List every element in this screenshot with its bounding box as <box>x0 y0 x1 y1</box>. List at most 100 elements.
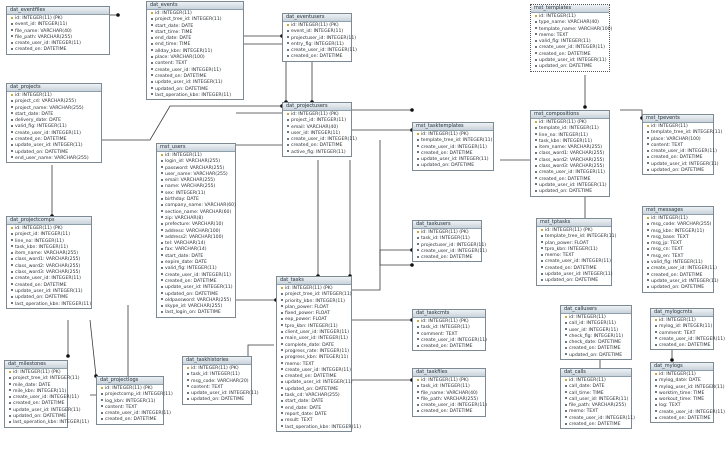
table-field-row: valid_flg: INTEGER(11) <box>161 266 233 272</box>
table-field-row: content: TEXT <box>151 61 241 67</box>
table-field-row: task_id: INTEGER(11) <box>417 236 479 242</box>
table-field-row: entry_flg: INTEGER(11) <box>287 42 349 48</box>
field-text: msg_kbn: INTEGER(11) <box>651 228 705 234</box>
table-field-row: template_tree_id: INTEGER(11) <box>541 234 616 240</box>
field-bullet-icon <box>281 336 283 339</box>
field-bullet-icon <box>647 222 649 225</box>
table-field-row: project_id: INTEGER(11) <box>287 118 349 124</box>
field-bullet-icon <box>535 33 537 36</box>
field-bullet-icon <box>161 159 163 162</box>
table-field-row: file_path: VARCHAR(255) <box>417 397 483 403</box>
table-field-row: line_no: INTEGER(11) <box>11 239 89 245</box>
table-field-row: id: INTEGER(11) (PK) <box>187 366 249 372</box>
primary-key-icon <box>187 366 189 369</box>
field-text: created_on: DATETIME <box>421 255 473 261</box>
field-text: id: INTEGER(11) (PK) <box>15 226 63 231</box>
table-field-row: update_user_id: INTEGER(11) <box>161 285 233 291</box>
field-text: task_id: INTEGER(11) <box>421 325 470 331</box>
field-bullet-icon <box>535 52 537 55</box>
table-title: dat_taskfiles <box>413 369 485 377</box>
field-text: mile_kbn: INTEGER(11) <box>13 388 67 394</box>
field-text: created_on: DATETIME <box>165 278 217 284</box>
field-text: task_id: INTEGER(11) <box>191 372 240 378</box>
table-field-row: create_user_id: INTEGER(11) <box>287 137 357 143</box>
table-field-row: class_word2: VARCHAR(255) <box>11 264 89 270</box>
field-text: create_user_id: INTEGER(11) <box>421 144 487 150</box>
field-bullet-icon <box>417 409 419 412</box>
table-field-row: update_user_id: INTEGER(11) <box>535 58 607 64</box>
field-bullet-icon <box>655 385 657 388</box>
field-text: create_user_id: INTEGER(11) <box>291 137 357 143</box>
table-field-row: id: INTEGER(11) <box>161 153 233 159</box>
field-text: update_user_id: INTEGER(11) <box>15 288 83 294</box>
field-bullet-icon <box>11 251 13 254</box>
field-bullet-icon <box>187 372 189 375</box>
field-bullet-icon <box>565 403 567 406</box>
field-bullet-icon <box>655 397 657 400</box>
field-bullet-icon <box>161 254 163 257</box>
field-text: task_kbn: INTEGER(11) <box>539 138 593 144</box>
table-field-row: id: INTEGER(11) <box>647 124 711 130</box>
field-text: projectuser_id: INTEGER(11) <box>291 35 357 41</box>
primary-key-icon <box>11 93 13 96</box>
table-field-row: id: INTEGER(11) (PK) <box>417 132 491 138</box>
field-text: updated_on: DATETIME <box>165 291 219 297</box>
table-field-row: id: INTEGER(11) (PK) <box>541 228 609 234</box>
field-text: id: INTEGER(11) (PK) <box>15 16 63 21</box>
table-field-row: id: INTEGER(11) (PK) <box>287 112 349 118</box>
field-bullet-icon <box>417 163 419 166</box>
field-bullet-icon <box>11 106 13 109</box>
table-field-row: start_date: DATE <box>151 24 241 30</box>
table-field-row: id: INTEGER(11) (PK) <box>287 23 349 29</box>
field-bullet-icon <box>161 191 163 194</box>
field-text: valid_flg: INTEGER(11) <box>165 266 217 272</box>
table-field-row: created_on: DATETIME <box>535 177 607 183</box>
table-field-row: id: INTEGER(11) <box>535 14 607 20</box>
field-text: event_id: INTEGER(11) <box>291 29 344 35</box>
field-text: class_word2: VARCHAR(255) <box>539 157 605 163</box>
field-bullet-icon <box>161 203 163 206</box>
field-bullet-icon <box>9 408 11 411</box>
table-field-row: created_on: DATETIME <box>161 279 233 285</box>
field-text: valid_flg: INTEGER(11) <box>15 124 67 130</box>
table-field-row: workout_time: TIME <box>655 397 711 403</box>
field-text: id: INTEGER(11) <box>155 11 192 16</box>
field-text: end_time: TIME <box>155 42 191 48</box>
field-bullet-icon <box>647 241 649 244</box>
field-bullet-icon <box>281 324 283 327</box>
field-bullet-icon <box>535 64 537 67</box>
field-bullet-icon <box>647 143 649 146</box>
table-field-row: section_name: VARCHAR(60) <box>161 210 233 216</box>
field-text: id: INTEGER(11) (PK) <box>291 112 339 117</box>
table-field-row: updated_on: DATETIME <box>11 150 99 156</box>
table-field-row: comment: TEXT <box>417 332 483 338</box>
field-bullet-icon <box>647 266 649 269</box>
table-field-row: created_on: DATETIME <box>281 374 349 380</box>
field-text: exp_power: FLOAT <box>285 317 327 323</box>
